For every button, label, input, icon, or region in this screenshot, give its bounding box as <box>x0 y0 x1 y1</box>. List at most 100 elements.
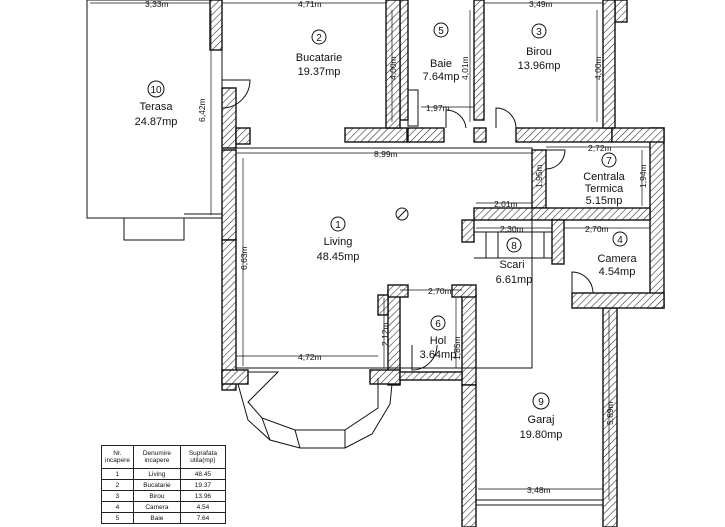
svg-text:8: 8 <box>511 241 517 252</box>
baie-fixture <box>407 89 419 127</box>
svg-text:Hol: Hol <box>430 335 447 347</box>
svg-text:Centrala: Centrala <box>583 171 625 183</box>
wall-living-left-lower <box>221 239 237 391</box>
room-hol: 6 Hol 3.64mp <box>420 315 456 361</box>
legend-cell: 5 <box>101 512 134 524</box>
svg-text:13.96mp: 13.96mp <box>518 60 561 72</box>
svg-text:2: 2 <box>316 33 322 44</box>
dimension-lines <box>90 2 650 500</box>
dim-hol-height2: 1,85m <box>452 336 462 360</box>
legend-header-nr: Nr. incapere <box>101 445 134 469</box>
wall-birou-bottom-left <box>473 127 487 143</box>
svg-text:7: 7 <box>606 156 612 167</box>
svg-text:9: 9 <box>538 397 544 408</box>
legend-cell: Bucatarie <box>132 479 181 491</box>
dim-garaj-width: 3,48m <box>527 485 551 495</box>
svg-text:24.87mp: 24.87mp <box>135 116 178 128</box>
legend-row: 4 Camera 4.54 <box>101 501 226 513</box>
legend-cell: 19.37 <box>179 479 226 491</box>
svg-text:5: 5 <box>438 26 444 37</box>
room-labels: 2 Bucatarie 19.37mp 5 Baie 7.64mp 3 Biro… <box>135 22 637 441</box>
wall-hol-bottom <box>399 371 463 381</box>
dim-scari-height: 1,95m <box>534 164 544 188</box>
svg-text:5.15mp: 5.15mp <box>586 195 623 207</box>
svg-text:19.37mp: 19.37mp <box>298 66 341 78</box>
dim-baie-height: 4,01m <box>460 56 470 80</box>
dim-scari-width: 2,01m <box>494 199 518 209</box>
dim-hol-width: 2,70m <box>428 286 452 296</box>
dim-terasa-width: 3,33m <box>145 0 169 9</box>
legend-cell: Living <box>132 468 181 480</box>
legend-cell: 4 <box>101 501 134 513</box>
room-living: 1 Living 48.45mp <box>317 216 359 263</box>
dim-centrala-height: 1,94m <box>638 164 648 188</box>
wall-hol-top <box>387 284 409 298</box>
room-baie: 5 Baie 7.64mp <box>423 22 460 83</box>
room-birou: 3 Birou 13.96mp <box>518 23 561 72</box>
dim-baie-width: 1,97m <box>426 103 450 113</box>
legend-cell: 13.96 <box>179 490 226 502</box>
dim-living-width: 8,99m <box>374 149 398 159</box>
dim-birou-width: 3,49m <box>529 0 553 9</box>
dim-living-bottom: 4,72m <box>298 352 322 362</box>
dim-centrala-width: 2,72m <box>588 143 612 153</box>
legend-header-name: Denumire incapere <box>132 445 181 469</box>
svg-text:1: 1 <box>335 220 341 231</box>
svg-text:4.54mp: 4.54mp <box>599 266 636 278</box>
legend-cell: 1 <box>101 468 134 480</box>
wall-garaj-left <box>461 384 477 527</box>
legend-header-area: Suprafata utila(mp) <box>179 445 226 469</box>
svg-text:Baie: Baie <box>430 58 452 70</box>
wall-garaj-top <box>571 292 665 309</box>
legend-cell: 3 <box>101 490 134 502</box>
legend-cell: Baie <box>132 512 181 524</box>
door-arc-birou <box>495 107 517 129</box>
wall-scari-left <box>461 219 475 243</box>
wall-kitchen-bottom <box>344 127 408 143</box>
svg-text:19.80mp: 19.80mp <box>520 429 563 441</box>
svg-text:Garaj: Garaj <box>528 414 555 426</box>
legend-cell: 7.64 <box>179 512 226 524</box>
svg-text:Bucatarie: Bucatarie <box>296 52 342 64</box>
svg-text:7.64mp: 7.64mp <box>423 71 460 83</box>
wall-kitchen-bottom-left <box>235 127 251 145</box>
room-scari: 8 Scari 6.61mp <box>496 237 533 286</box>
legend-cell: 2 <box>101 479 134 491</box>
wall-birou-right <box>602 0 616 129</box>
legend-row: 3 Birou 13.96 <box>101 490 226 502</box>
svg-text:Living: Living <box>324 236 353 248</box>
outlines <box>86 0 603 506</box>
door-arc-hol <box>411 344 438 371</box>
wall-centrala-top <box>611 127 665 143</box>
room-garaj: 9 Garaj 19.80mp <box>520 392 563 441</box>
legend-header-row: Nr. incapere Denumire incapere Suprafata… <box>101 445 226 469</box>
dim-living-height: 6,63m <box>239 246 249 270</box>
svg-text:Termica: Termica <box>585 183 624 195</box>
legend-cell: Birou <box>132 490 181 502</box>
dim-scari-width2: 2,30m <box>500 224 524 234</box>
wall-baie-bottom <box>407 127 445 143</box>
dim-terasa-height: 6,42m <box>197 98 207 122</box>
wall-top-right <box>614 0 628 23</box>
door-arc-centrala <box>545 149 566 170</box>
wall-stair-post-1 <box>377 294 389 316</box>
svg-text:Terasa: Terasa <box>139 101 173 113</box>
legend-row: 1 Living 48.45 <box>101 468 226 480</box>
room-centrala-termica: 7 Centrala Termica 5.15mp <box>583 152 626 207</box>
wall-birou-bottom-right <box>515 127 613 143</box>
room-camera: 4 Camera 4.54mp <box>597 231 637 278</box>
wall-top-bucatarie <box>209 0 223 51</box>
wall-centrala-right <box>649 127 665 309</box>
bay-window <box>247 371 379 431</box>
wall-centrala-bottom <box>473 207 651 221</box>
svg-text:Birou: Birou <box>526 46 552 58</box>
dim-garaj-height: 5,69m <box>605 401 615 425</box>
wall-kitchen-right <box>385 0 401 129</box>
svg-text:6.61mp: 6.61mp <box>496 274 533 286</box>
svg-text:Camera: Camera <box>597 253 637 265</box>
room-bucatarie: 2 Bucatarie 19.37mp <box>296 29 342 78</box>
dim-bucatarie-height: 4,00m <box>388 56 398 80</box>
legend-row: 5 Baie 7.64 <box>101 512 226 524</box>
svg-text:4: 4 <box>617 235 623 246</box>
